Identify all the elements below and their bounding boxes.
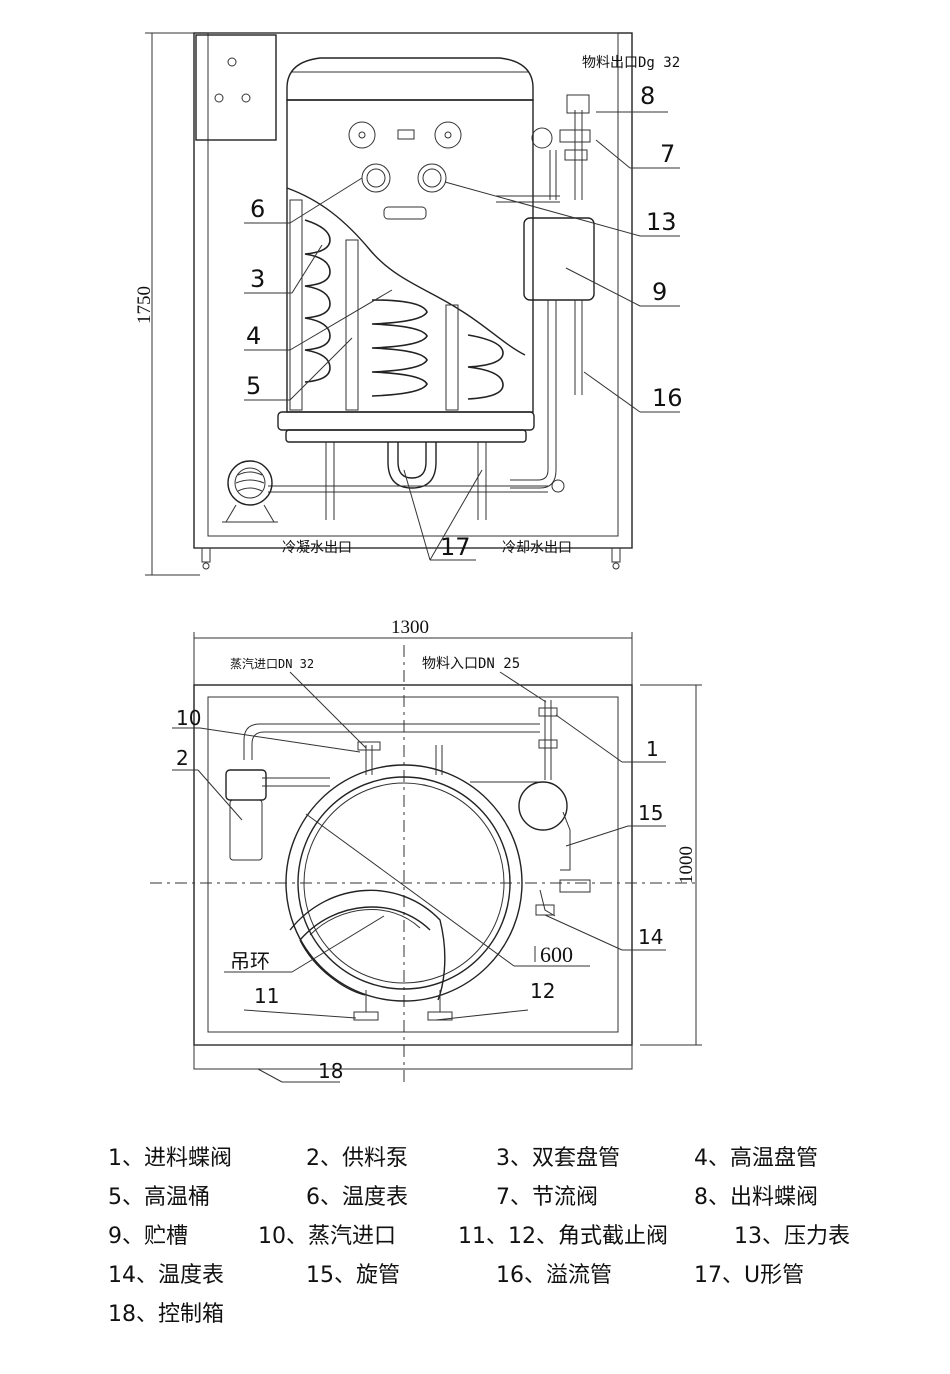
control-box-front [195,34,277,141]
legend-item: 16、溢流管 [496,1263,612,1288]
height-dim-label: 1750 [134,286,155,324]
callout-8: 8 [640,82,655,110]
legend-item: 9、贮槽 [108,1224,188,1249]
depth-dim-label: 1000 [676,846,697,884]
front-view: 1750 [134,32,683,576]
callout-2: 2 [176,746,189,770]
legend-item: 4、高温盘管 [694,1146,818,1171]
callout-16: 16 [652,384,683,412]
right-piping-front [496,94,595,493]
legend-item: 3、双套盘管 [496,1146,620,1171]
width-dim-label: 1300 [391,617,429,638]
legend-item: 1、进料蝶阀 [108,1146,232,1171]
callout-4: 4 [246,322,261,350]
legend-item: 5、高温桶 [108,1185,210,1210]
condensate-outlet-label: 冷凝水出口 [282,540,352,556]
cabinet-feet [201,547,621,570]
outlet-top-label: 物料出口Dg 32 [582,55,680,71]
legend-row: 9、贮槽 10、蒸汽进口 11、12、角式截止阀 13、压力表 [108,1218,908,1257]
pump-top [225,769,267,861]
pump-front [222,460,278,523]
legend-item: 13、压力表 [734,1224,850,1249]
height-dimension: 1750 [134,32,200,576]
callout-7: 7 [660,140,675,168]
callout-17: 17 [440,533,471,561]
cooling-outlet-label: 冷却水出口 [502,540,572,556]
legend-item: 6、温度表 [306,1185,408,1210]
material-inlet-label: 物料入口DN 25 [422,656,520,672]
callout-9: 9 [652,278,667,306]
legend-item: 2、供料泵 [306,1146,408,1171]
callout-6: 6 [250,195,265,223]
parts-legend: 1、进料蝶阀 2、供料泵 3、双套盘管 4、高温盘管 5、高温桶 6、温度表 7… [108,1140,908,1335]
width-dimension: 1300 [193,617,633,690]
top-leader-lines [172,671,666,1083]
control-box-top [193,1044,633,1070]
legend-row: 1、进料蝶阀 2、供料泵 3、双套盘管 4、高温盘管 [108,1140,908,1179]
lifting-ring-label: 吊环 [230,949,270,973]
callout-3: 3 [250,265,265,293]
callout-15: 15 [638,801,663,825]
diameter-label: 600 [540,942,573,967]
callout-18: 18 [318,1059,343,1083]
callout-14: 14 [638,925,663,949]
steam-inlet-label: 蒸汽进口DN 32 [230,656,314,671]
legend-item: 15、旋管 [306,1263,400,1288]
legend-row: 5、高温桶 6、温度表 7、节流阀 8、出料蝶阀 [108,1179,908,1218]
legend-item: 17、U形管 [694,1263,805,1288]
legend-item: 7、节流阀 [496,1185,598,1210]
top-piping [243,700,591,917]
depth-dimension: 1000 [640,684,702,1046]
legend-item: 11、12、角式截止阀 [458,1224,668,1249]
vessel-rings [285,764,523,1002]
legend-item: 8、出料蝶阀 [694,1185,818,1210]
vessel-body [268,57,548,520]
top-inner-frame [207,696,619,1033]
callout-12: 12 [530,979,555,1003]
legend-item: 18、控制箱 [108,1302,224,1327]
legend-row: 14、温度表 15、旋管 16、溢流管 17、U形管 [108,1257,908,1296]
callout-1: 1 [646,737,659,761]
legend-item: 10、蒸汽进口 [258,1224,396,1249]
callout-13: 13 [646,208,677,236]
callout-5: 5 [246,372,261,400]
cabinet-inner-frame [207,32,619,537]
callout-11: 11 [254,984,279,1008]
top-view: 1300 1000 [150,617,702,1085]
angle-valves [353,990,453,1021]
legend-item: 14、温度表 [108,1263,224,1288]
callout-10: 10 [176,706,201,730]
legend-row: 18、控制箱 [108,1296,908,1335]
front-leader-lines [244,111,680,561]
